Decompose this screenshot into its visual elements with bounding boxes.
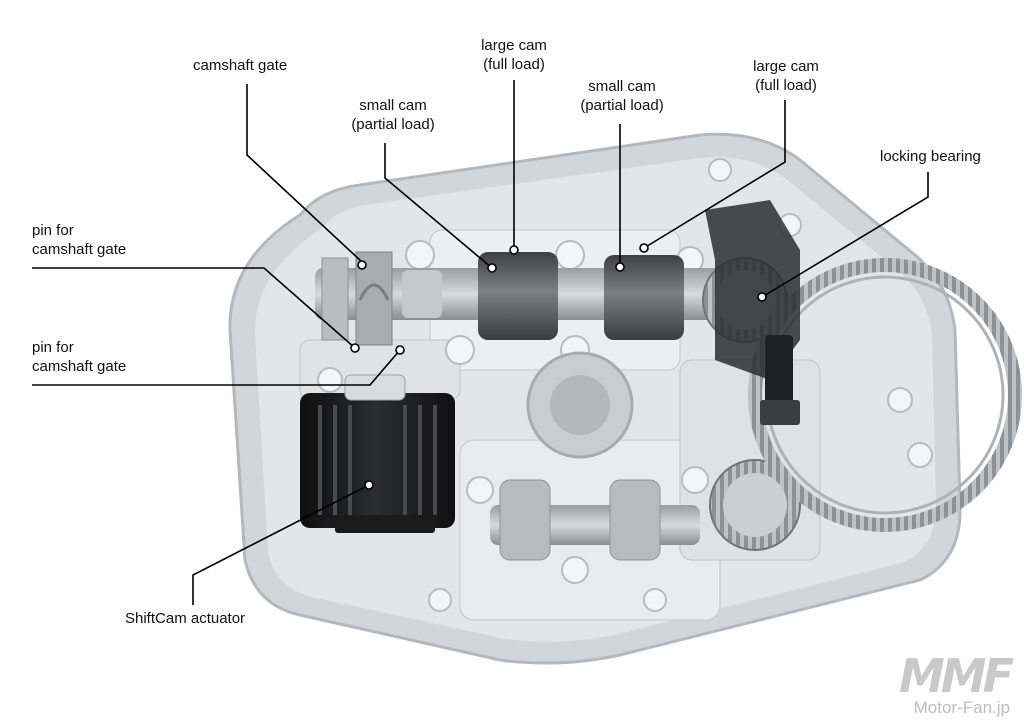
label-pin-1-line1: pin for xyxy=(32,222,74,239)
label-large-cam-1-line1: large cam xyxy=(481,37,547,54)
label-shiftcam-actuator: ShiftCam actuator xyxy=(125,610,246,627)
watermark-site: Motor-Fan.jp xyxy=(913,698,1010,717)
leader-camshaft-gate xyxy=(246,84,363,263)
leader-pin-1 xyxy=(32,267,356,349)
marker-pin-2 xyxy=(395,345,405,355)
label-large-cam-2-line1: large cam xyxy=(753,58,819,75)
leader-small-cam-1 xyxy=(384,143,493,269)
label-large-cam-1-line2: (full load) xyxy=(483,56,545,73)
label-small-cam-1: small cam (partial load) xyxy=(343,96,443,134)
watermark-logo: MMF xyxy=(899,649,1014,703)
label-small-cam-2-line2: (partial load) xyxy=(580,97,664,114)
marker-actuator xyxy=(364,480,374,490)
label-pin-2: pin for camshaft gate xyxy=(32,338,126,376)
label-pin-2-line1: pin for xyxy=(32,339,74,356)
marker-camshaft-gate xyxy=(357,260,367,270)
leader-actuator xyxy=(192,484,370,605)
label-pin-1-line2: camshaft gate xyxy=(32,241,127,258)
marker-pin-1 xyxy=(350,343,360,353)
marker-large-cam-1 xyxy=(509,245,519,255)
label-large-cam-1: large cam (full load) xyxy=(464,36,564,74)
label-pin-1: pin for camshaft gate xyxy=(32,221,126,259)
marker-locking-bearing xyxy=(757,292,767,302)
marker-large-cam-2 xyxy=(639,243,649,253)
marker-small-cam-1 xyxy=(487,263,497,273)
watermark: MMF Motor-Fan.jp xyxy=(899,649,1014,717)
label-small-cam-2-line1: small cam xyxy=(588,78,656,95)
label-locking-bearing: locking bearing xyxy=(880,148,981,165)
label-small-cam-1-line1: small cam xyxy=(359,97,427,114)
label-small-cam-2: small cam (partial load) xyxy=(572,77,672,115)
leader-large-cam-2 xyxy=(643,100,786,249)
leader-locking-bearing xyxy=(761,172,929,298)
label-small-cam-1-line2: (partial load) xyxy=(351,116,435,133)
leader-pin-2 xyxy=(32,349,401,386)
marker-small-cam-2 xyxy=(615,262,625,272)
label-camshaft-gate: camshaft gate xyxy=(193,57,288,74)
label-large-cam-2: large cam (full load) xyxy=(736,57,836,95)
label-large-cam-2-line2: (full load) xyxy=(755,77,817,94)
label-pin-2-line2: camshaft gate xyxy=(32,358,127,375)
